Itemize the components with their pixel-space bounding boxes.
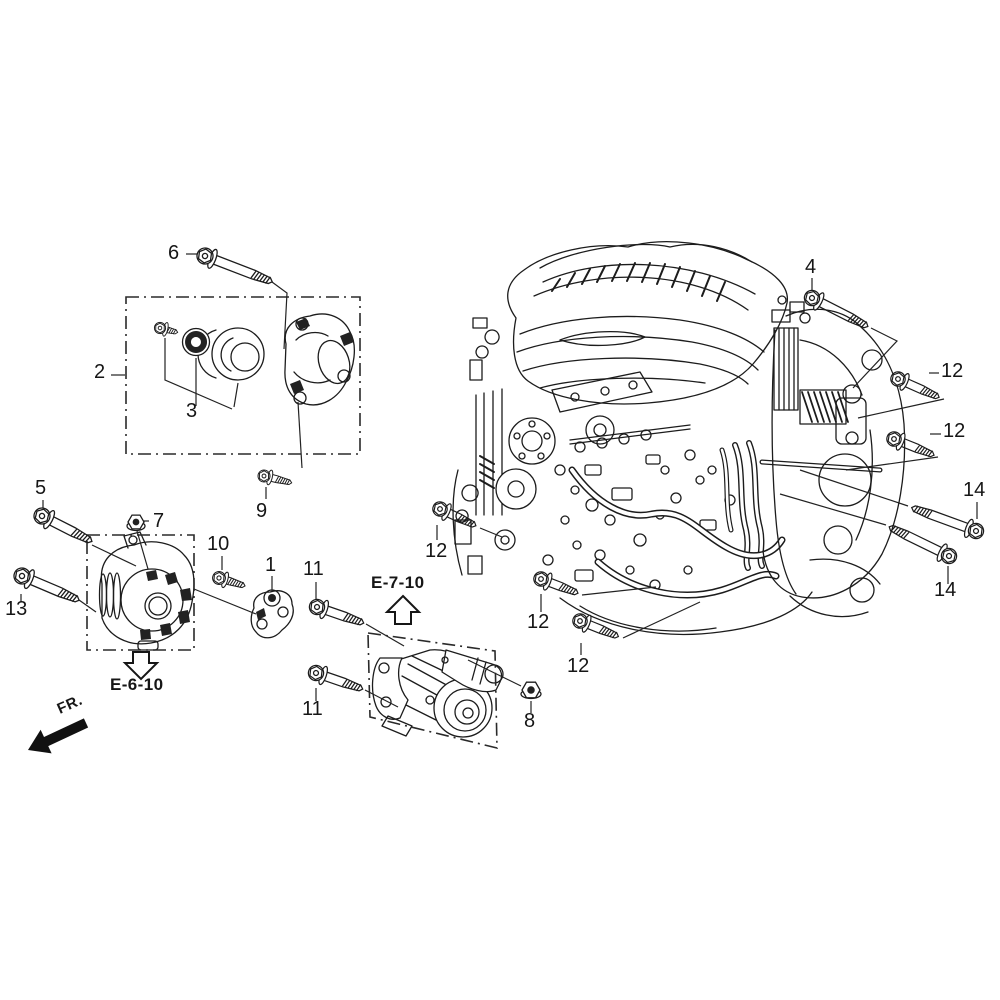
- fasteners: [13, 247, 985, 700]
- label-3: 3: [186, 400, 198, 422]
- label-12-mid: 12: [527, 611, 550, 633]
- nut-7: [126, 514, 146, 532]
- label-14-lower: 14: [934, 579, 957, 601]
- label-6: 6: [168, 242, 180, 264]
- bolt-9: [257, 469, 293, 486]
- bolt-14-lower: [888, 524, 958, 565]
- bolt-12-mid: [533, 571, 579, 596]
- label-12-right-lower: 12: [943, 420, 966, 442]
- front-direction-arrow-icon: [28, 718, 89, 754]
- bolt-12-right-upper: [890, 371, 940, 400]
- label-5: 5: [35, 477, 47, 499]
- label-10: 10: [207, 533, 230, 555]
- bolt-11-lower: [307, 664, 364, 692]
- label-9: 9: [256, 500, 268, 522]
- bolt-14-upper: [910, 505, 985, 540]
- label-14-upper: 14: [963, 479, 986, 501]
- bolt-5: [33, 507, 93, 544]
- label-7: 7: [153, 510, 165, 532]
- alternator-group-box: [86, 534, 195, 651]
- label-4: 4: [805, 256, 817, 278]
- starter-motor-illustration: [371, 649, 504, 738]
- bolt-13: [13, 567, 80, 603]
- label-12-bottom: 12: [567, 655, 590, 677]
- tensioner-group-box: [125, 296, 361, 455]
- label-1: 1: [265, 554, 277, 576]
- bolt-4: [803, 289, 869, 329]
- label-8: 8: [524, 710, 536, 732]
- bolt-12-right-lower: [886, 431, 935, 458]
- label-e610: E-6-10: [110, 675, 164, 694]
- engine-block-detail: [542, 371, 883, 636]
- bearing-washer: [181, 327, 211, 357]
- engine-transmission: [762, 295, 906, 618]
- label-12-left: 12: [425, 540, 448, 562]
- engine-cover: [507, 241, 788, 405]
- engine-front-pulleys: [452, 317, 556, 576]
- e710-up-arrow-icon: [384, 594, 422, 625]
- bolt-11-upper: [308, 598, 365, 626]
- label-12-right-upper: 12: [941, 360, 964, 382]
- bolt-10: [212, 571, 246, 589]
- bolt-12-bottom: [572, 613, 620, 639]
- label-13: 13: [5, 598, 28, 620]
- bolt-tensioner-pivot: [153, 321, 179, 337]
- e610-down-arrow-icon: [122, 651, 160, 681]
- label-11-upper: 11: [303, 558, 324, 580]
- tensioner-assembly: [181, 313, 356, 406]
- bolt-6: [196, 247, 274, 285]
- bolt-12-left: [432, 501, 477, 528]
- starter-group-box: [367, 632, 498, 750]
- engine-assembly-illustration: [452, 241, 906, 636]
- bracket-part-1: [250, 589, 294, 639]
- label-2: 2: [94, 361, 106, 383]
- label-11-lower: 11: [302, 698, 323, 720]
- alternator-illustration: [98, 531, 195, 651]
- nut-8: [520, 681, 542, 700]
- label-e710: E-7-10: [371, 573, 425, 592]
